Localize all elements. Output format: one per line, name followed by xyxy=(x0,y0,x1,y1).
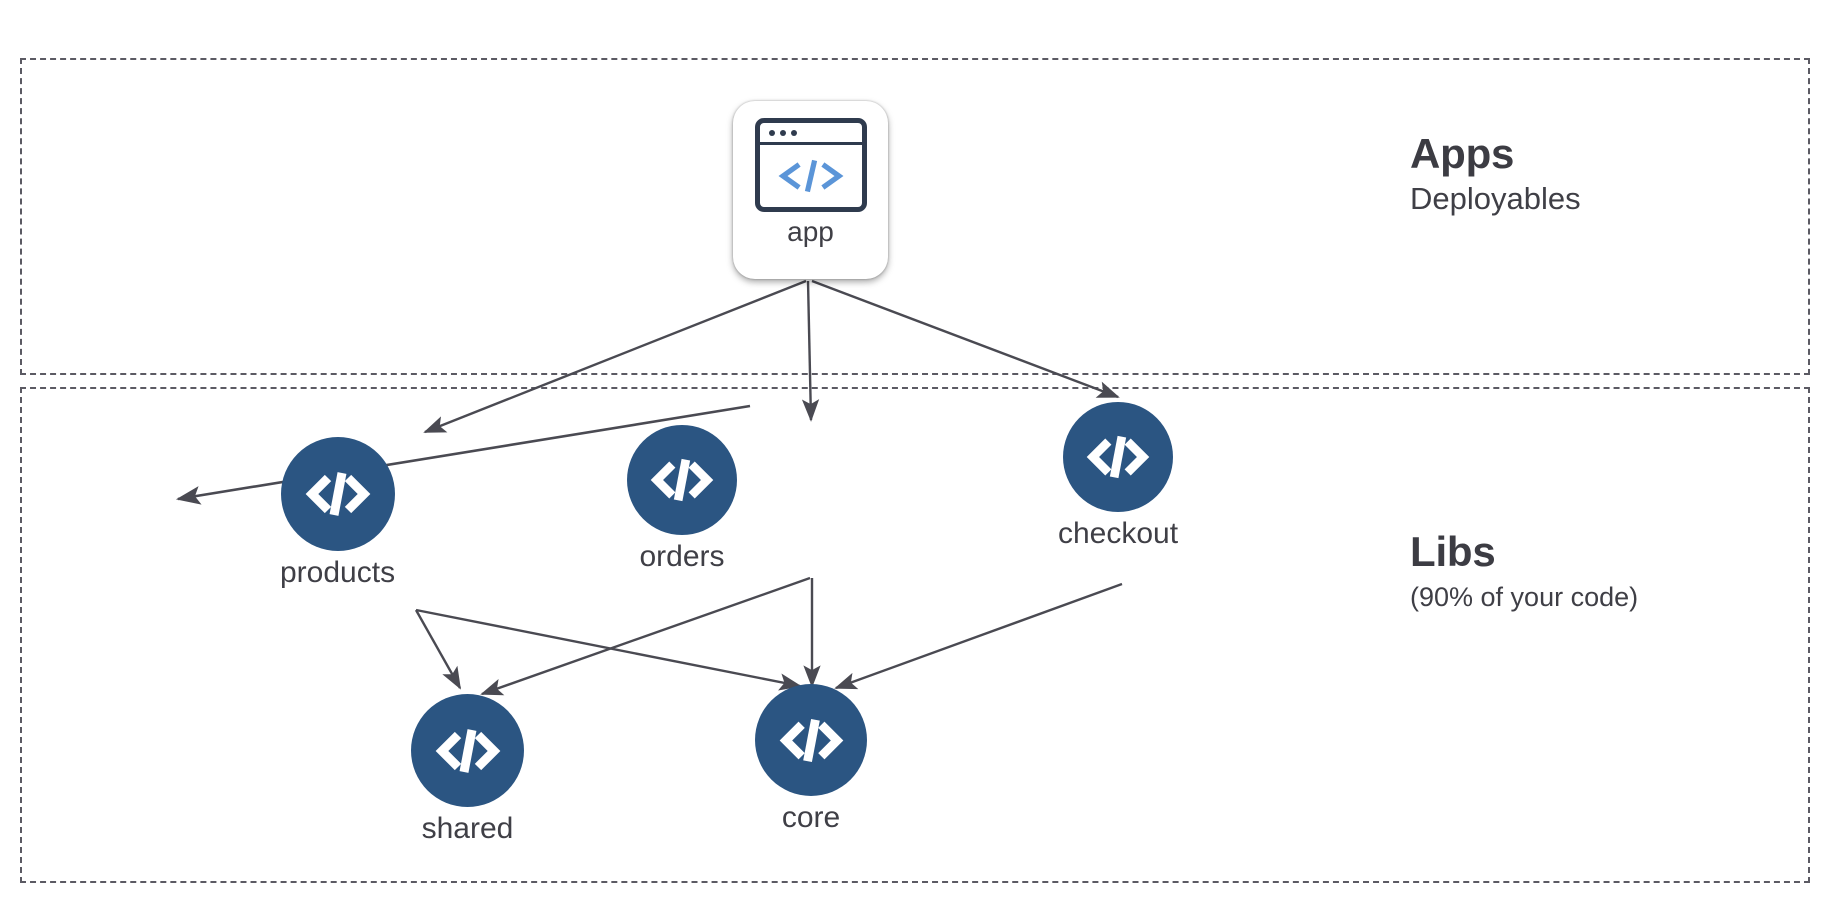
code-icon xyxy=(1063,402,1174,512)
tier-title-libs: Libs xyxy=(1410,528,1496,575)
tier-box-apps xyxy=(20,58,1810,375)
node-checkout-label: checkout xyxy=(1058,517,1179,550)
browser-dot-1 xyxy=(768,129,775,136)
tier-subtitle-libs: (90% of your code) xyxy=(1410,582,1639,613)
edge-orders-to-products xyxy=(175,404,751,505)
tier-caption-libs: Libs (90% of your code) xyxy=(1410,528,1638,612)
tier-subtitle-apps: Deployables xyxy=(1410,181,1581,217)
browser-viewport xyxy=(760,145,862,207)
node-app-label: app xyxy=(787,216,834,247)
node-checkout[interactable]: checkout xyxy=(1058,402,1178,549)
browser-dot-3 xyxy=(790,129,797,136)
edge-orders-to-shared xyxy=(480,576,811,696)
code-icon xyxy=(411,694,524,807)
node-core[interactable]: core xyxy=(755,684,867,833)
code-glyph-icon xyxy=(778,159,843,193)
edge-app-to-checkout xyxy=(811,279,1120,399)
edge-products-to-shared xyxy=(414,609,462,690)
code-icon xyxy=(627,425,737,535)
tier-title-apps: Apps xyxy=(1410,130,1515,177)
edge-app-to-orders xyxy=(801,280,820,422)
node-orders-label: orders xyxy=(639,540,725,573)
code-icon xyxy=(280,437,395,551)
edge-products-to-core xyxy=(415,608,802,691)
node-app[interactable]: app xyxy=(733,101,888,279)
edge-checkout-to-core xyxy=(834,582,1123,690)
tier-box-libs xyxy=(20,387,1810,883)
browser-window-code-icon xyxy=(754,118,867,212)
node-shared[interactable]: shared xyxy=(411,694,524,844)
node-products[interactable]: products xyxy=(280,437,395,588)
tier-caption-apps: Apps Deployables xyxy=(1410,130,1581,217)
browser-dot-2 xyxy=(779,129,786,136)
node-shared-label: shared xyxy=(421,812,514,845)
node-products-label: products xyxy=(280,556,396,589)
node-orders[interactable]: orders xyxy=(627,425,737,572)
node-core-label: core xyxy=(781,801,841,834)
edge-app-to-products xyxy=(423,279,807,434)
code-icon xyxy=(755,684,867,796)
browser-titlebar xyxy=(759,123,862,145)
